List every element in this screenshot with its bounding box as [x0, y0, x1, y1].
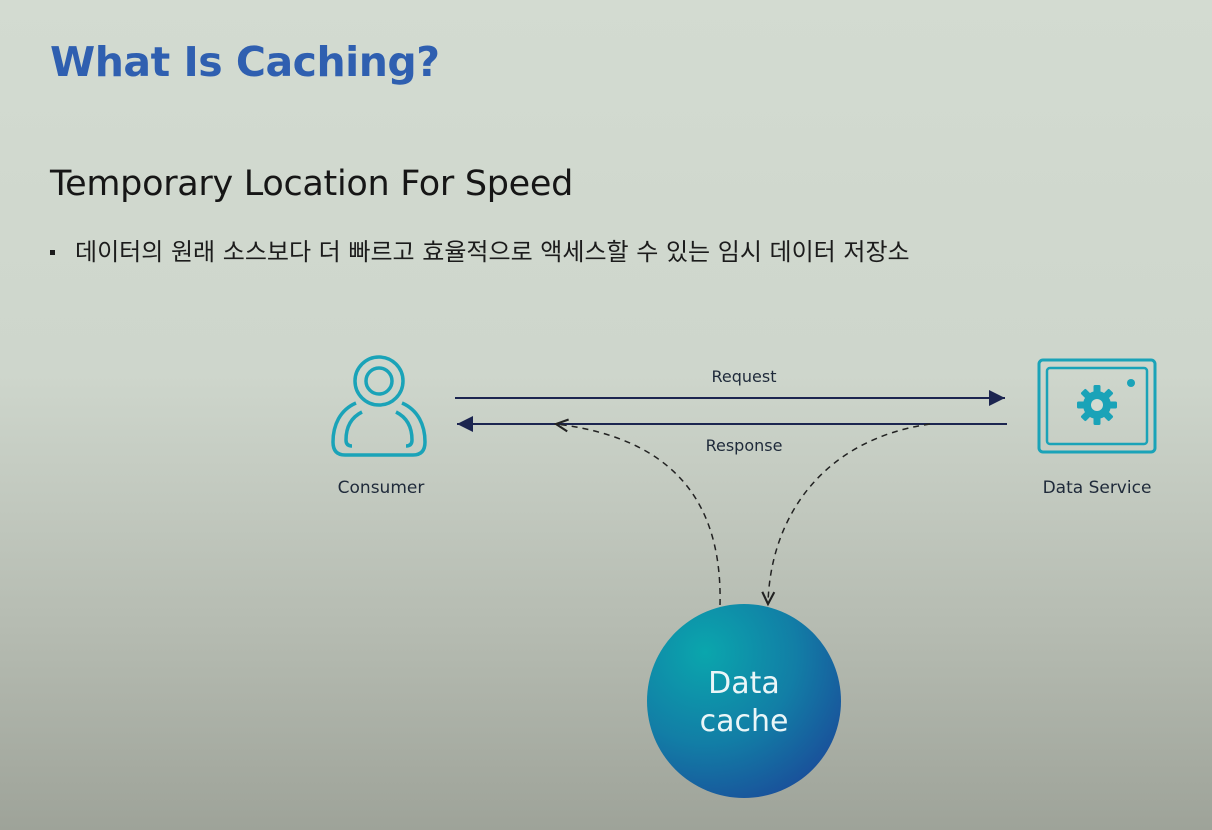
response-label: Response — [706, 436, 783, 455]
request-label: Request — [712, 367, 777, 386]
bullet-item: 데이터의 원래 소스보다 더 빠르고 효율적으로 액세스할 수 있는 임시 데이… — [50, 232, 910, 267]
cache-label-line2: cache — [700, 704, 789, 739]
cache-label-line1: Data — [708, 666, 780, 701]
gear-window-icon — [1037, 358, 1157, 454]
user-icon — [331, 355, 427, 457]
data-cache-circle — [647, 604, 841, 798]
slide-subtitle: Temporary Location For Speed — [50, 164, 574, 204]
consumer-label: Consumer — [338, 478, 425, 498]
bullet-dot — [50, 250, 55, 255]
service-to-cache-arrow — [761, 423, 931, 607]
cache-to-consumer-arrow — [553, 418, 721, 606]
bullet-text: 데이터의 원래 소스보다 더 빠르고 효율적으로 액세스할 수 있는 임시 데이… — [75, 238, 910, 266]
service-label: Data Service — [1043, 478, 1152, 498]
slide-title: What Is Caching? — [50, 38, 440, 86]
